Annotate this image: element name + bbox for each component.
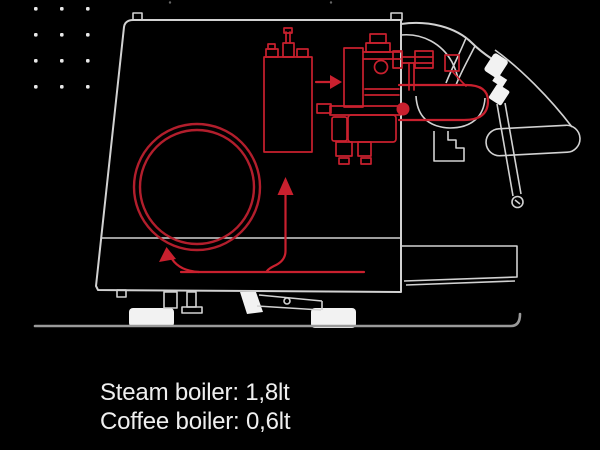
steam-valve-fitting — [484, 53, 508, 78]
group-solenoid — [396, 102, 410, 116]
coffee-boiler — [396, 83, 490, 122]
portafilter-cup — [415, 95, 486, 129]
adjustable-foot — [186, 291, 197, 308]
coffee-boiler-label: Coffee boiler: 0,6lt — [100, 408, 291, 435]
dot-grid-decoration — [34, 7, 90, 89]
group-piping — [364, 50, 467, 96]
steam-wand-tip — [511, 195, 524, 209]
group-bracket — [433, 131, 465, 162]
ground-line — [33, 312, 522, 328]
drip-tray — [401, 245, 518, 286]
machine-feet — [116, 289, 356, 328]
drain-chute — [240, 292, 263, 314]
stray-registration-marks — [168, 1, 333, 4]
steam-boiler-label: Steam boiler: 1,8lt — [100, 379, 290, 406]
pump-assembly — [316, 33, 403, 165]
curl-arrowhead — [159, 247, 176, 262]
machine-body-outline — [95, 12, 403, 293]
steam-wand — [484, 53, 524, 209]
right-foot — [311, 308, 356, 328]
top-right-fitting — [390, 12, 403, 21]
group-head — [400, 21, 493, 162]
boiler-capacity-caption: Steam boiler: 1,8lt Coffee boiler: 0,6lt — [100, 378, 291, 436]
portafilter-handle — [485, 49, 581, 157]
left-foot — [129, 308, 174, 327]
top-left-fitting — [132, 12, 143, 21]
drain-hose — [256, 294, 323, 311]
steam-boiler-circle — [132, 122, 262, 252]
flow-arrow-right — [314, 75, 342, 89]
pump-motor — [347, 114, 397, 143]
water-tank — [263, 27, 313, 153]
up-arrowhead — [277, 177, 294, 195]
water-flow-arrows — [159, 177, 366, 274]
